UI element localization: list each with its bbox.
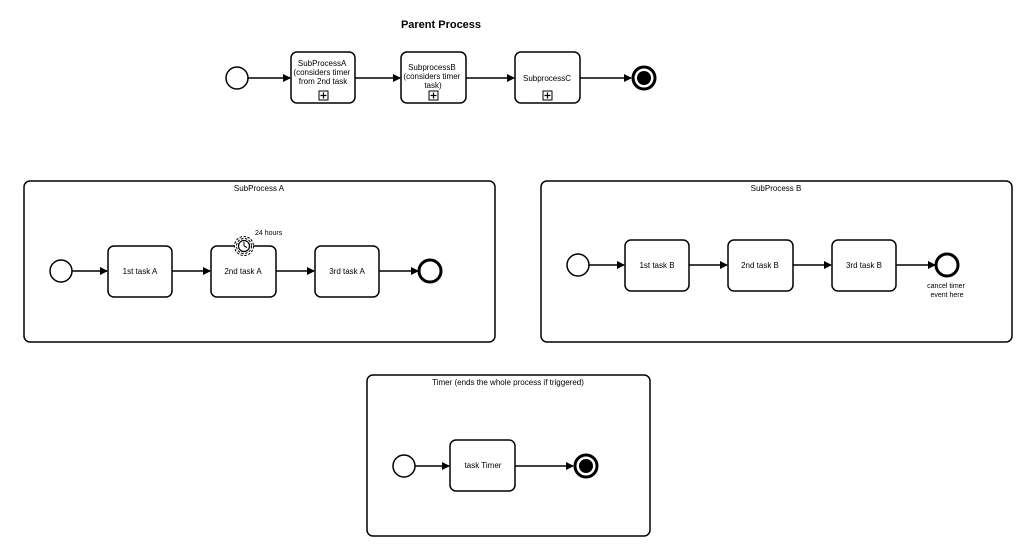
task-label: 1st task A <box>123 267 158 276</box>
subprocess-a-container[interactable]: SubProcess A 1st task A 2nd task A 24 ho… <box>23 180 496 343</box>
page-title: Parent Process <box>401 19 481 31</box>
parent-task-subprocess-b[interactable]: SubprocessB (considers timer task) <box>400 51 467 104</box>
end-event-label-line: event here <box>930 292 963 299</box>
end-event-label-line: cancel timer <box>927 283 965 290</box>
timer-boundary-icon[interactable] <box>234 236 254 256</box>
subprocess-a-end-event[interactable] <box>417 258 443 284</box>
task-label-line: (considers timer <box>293 68 350 77</box>
subprocess-a-start-event[interactable] <box>49 259 73 283</box>
parent-start-event[interactable] <box>225 66 249 90</box>
expand-marker-icon[interactable] <box>318 90 329 101</box>
task-label-line: SubprocessB <box>408 63 456 72</box>
subprocess-a-label: SubProcess A <box>234 184 285 193</box>
task-label-line: from 2nd task <box>299 77 348 86</box>
timer-process-label: Timer (ends the whole process if trigger… <box>432 378 584 387</box>
subprocess-b-label: SubProcess B <box>751 184 802 193</box>
subprocess-a-task-3[interactable]: 3rd task A <box>314 245 380 298</box>
task-label: task Timer <box>465 461 502 470</box>
parent-end-event[interactable] <box>631 65 657 91</box>
subprocess-a-task-1[interactable]: 1st task A <box>107 245 173 298</box>
parent-task-subprocess-c[interactable]: SubprocessC <box>514 51 581 104</box>
task-label-line: SubprocessC <box>523 74 571 83</box>
task-label: 2nd task A <box>224 267 262 276</box>
task-label: 1st task B <box>639 261 674 270</box>
task-label-line: SubProcessA <box>298 59 347 68</box>
timer-process-container[interactable]: Timer (ends the whole process if trigger… <box>366 374 651 537</box>
task-label: 3rd task A <box>329 267 365 276</box>
expand-marker-icon[interactable] <box>428 90 439 101</box>
svg-text:SubProcessA (considers: SubProcessA (considers timer from 2nd ta… <box>293 59 352 86</box>
subprocess-b-task-2[interactable]: 2nd task B <box>727 239 794 292</box>
parent-process: SubProcessA (considers timer from 2nd ta… <box>225 51 657 104</box>
task-label: 3rd task B <box>846 261 882 270</box>
subprocess-b-container[interactable]: SubProcess B 1st task B 2nd task B 3rd t… <box>540 180 1013 343</box>
timer-process-end-event[interactable] <box>573 453 599 479</box>
parent-task-subprocess-a[interactable]: SubProcessA (considers timer from 2nd ta… <box>290 51 356 104</box>
timer-process-start-event[interactable] <box>392 454 416 478</box>
task-label: 2nd task B <box>741 261 779 270</box>
task-label-line: (considers timer <box>403 72 460 81</box>
subprocess-b-task-1[interactable]: 1st task B <box>624 239 690 292</box>
expand-marker-icon[interactable] <box>542 90 553 101</box>
subprocess-b-start-event[interactable] <box>566 253 590 277</box>
svg-text:cancel timer event here: cancel timer event here <box>927 283 967 299</box>
subprocess-b-end-event[interactable] <box>934 252 960 278</box>
svg-text:SubprocessB (considers: SubprocessB (considers timer task) <box>403 63 462 90</box>
timer-label: 24 hours <box>255 230 283 237</box>
task-label-line: task) <box>424 81 442 90</box>
timer-process-task-1[interactable]: task Timer <box>449 439 516 492</box>
subprocess-b-task-3[interactable]: 3rd task B <box>831 239 897 292</box>
svg-text:SubprocessC: SubprocessC <box>523 74 571 83</box>
